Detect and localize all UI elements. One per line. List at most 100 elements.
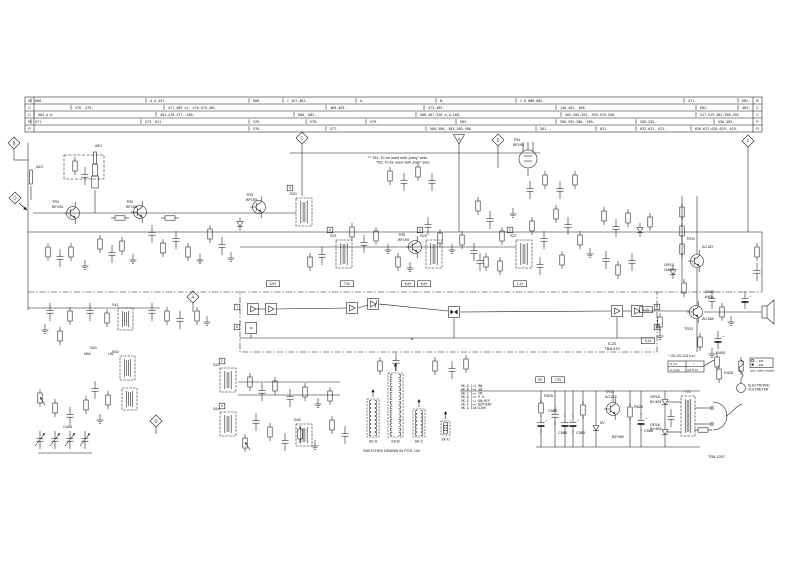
text-label: R405 bbox=[716, 351, 725, 355]
component-rv bbox=[497, 257, 503, 275]
component-rv bbox=[194, 307, 200, 325]
text-label: 576. bbox=[253, 120, 261, 124]
text-label: S44 bbox=[213, 407, 220, 411]
text-label: AE1 bbox=[95, 144, 102, 148]
text-label: 4 bbox=[419, 228, 421, 232]
voltage-box bbox=[551, 376, 565, 383]
text-label: 2 bbox=[221, 359, 223, 363]
component-c bbox=[708, 291, 716, 309]
voltage-box bbox=[535, 376, 545, 383]
component-gnd bbox=[196, 254, 204, 264]
voltmeter-table-ic: Ic (mA) bbox=[670, 368, 680, 372]
component-rv bbox=[297, 425, 303, 443]
component-rv bbox=[377, 357, 383, 375]
text-label: TR1 bbox=[52, 200, 59, 204]
voltage-box bbox=[417, 280, 431, 287]
component-c bbox=[424, 217, 432, 235]
text-label: E bbox=[497, 137, 500, 142]
text-label: 571- bbox=[35, 120, 43, 124]
component-gnd bbox=[727, 316, 735, 326]
component-rv bbox=[647, 213, 653, 231]
text-label: BF194 bbox=[52, 205, 63, 209]
text-label: S25 bbox=[420, 234, 427, 238]
wire bbox=[374, 300, 378, 308]
component-c bbox=[392, 353, 400, 371]
text-label: C585 bbox=[576, 431, 585, 435]
text-label: TR4 bbox=[513, 138, 520, 142]
component-c bbox=[252, 413, 260, 431]
ic-outline bbox=[239, 291, 658, 353]
loudspeaker-icon bbox=[761, 299, 775, 325]
text-label: + bbox=[570, 418, 572, 422]
telescopic-antenna bbox=[91, 151, 99, 189]
transistor bbox=[250, 196, 266, 218]
component-c bbox=[46, 303, 54, 321]
text-label: 2 bbox=[509, 228, 511, 232]
text-label: C365 bbox=[705, 290, 714, 294]
component-rv bbox=[160, 239, 166, 257]
component-c bbox=[176, 311, 184, 329]
component-gnd bbox=[509, 208, 517, 218]
fet-tuner-device bbox=[518, 142, 538, 176]
text-label: C584 bbox=[558, 431, 567, 435]
component-gnd bbox=[96, 414, 104, 424]
text-label: 7,5V bbox=[555, 378, 563, 382]
text-label: 6 bbox=[329, 228, 331, 232]
text-label: F bbox=[747, 138, 750, 143]
voltmeter-footnote: * 100-101-104 b,c,l. bbox=[668, 354, 696, 358]
voltmeter-legend-box bbox=[749, 357, 774, 368]
text-label: BY409 bbox=[650, 400, 661, 404]
voltmeter-icon bbox=[736, 383, 746, 393]
text-label: A. bbox=[360, 99, 364, 103]
component-c bbox=[602, 251, 610, 269]
text-label: OA90 bbox=[664, 268, 674, 272]
voltmeter-table-u: U (V) bbox=[670, 362, 677, 366]
component-rv bbox=[272, 377, 278, 395]
component-rv bbox=[307, 253, 313, 271]
text-label: 12 bbox=[655, 325, 659, 329]
component-d bbox=[661, 395, 669, 409]
text-label: + bbox=[750, 294, 752, 298]
text-label: 577. bbox=[330, 127, 338, 131]
text-label: R626 bbox=[634, 405, 643, 409]
voltmeter-callout: * 100-101-104 b,c,l. U (V) + Ic (mA) 4.8… bbox=[667, 354, 774, 393]
text-label: 9 bbox=[656, 305, 658, 309]
text-label: SK-D [=+ P.U. bbox=[461, 395, 486, 399]
component-rv bbox=[329, 416, 335, 434]
ic-block-det bbox=[448, 306, 460, 318]
text-label: BZY88 bbox=[612, 435, 624, 439]
fm-tuner-shield bbox=[63, 154, 105, 180]
pin-box bbox=[233, 303, 241, 311]
voltmeter-table-u-val: + bbox=[693, 362, 695, 366]
text-label: 1,1V bbox=[517, 282, 525, 286]
wire bbox=[693, 306, 699, 311]
wire bbox=[70, 207, 76, 212]
if-transformers bbox=[117, 197, 696, 447]
if-transformer bbox=[515, 239, 533, 269]
component-rv bbox=[615, 261, 621, 279]
component-d bbox=[661, 425, 669, 439]
text-label: 556-585. bbox=[718, 120, 734, 124]
text-label: 480-483. bbox=[330, 106, 346, 110]
component-vc bbox=[64, 431, 76, 449]
text-label: 5 bbox=[289, 186, 291, 190]
component-c bbox=[612, 219, 620, 237]
component-c bbox=[448, 361, 456, 379]
component-rv bbox=[415, 163, 421, 181]
component-c bbox=[540, 231, 548, 249]
component-c bbox=[476, 253, 484, 271]
voltage-box bbox=[641, 337, 655, 344]
text-label: 576. bbox=[253, 127, 261, 131]
voltmeter-legend-note: (pos. mains supply) bbox=[750, 369, 774, 373]
text-label: SK-E [=+ ON/OFF bbox=[461, 399, 490, 403]
text-label: TR2 bbox=[126, 200, 133, 204]
component-rv bbox=[387, 167, 393, 185]
component-rv bbox=[97, 235, 103, 253]
text-label: C405 bbox=[63, 425, 72, 429]
component-rv bbox=[681, 279, 687, 297]
transistor bbox=[687, 301, 703, 323]
text-label: 680- 682. bbox=[298, 113, 316, 117]
